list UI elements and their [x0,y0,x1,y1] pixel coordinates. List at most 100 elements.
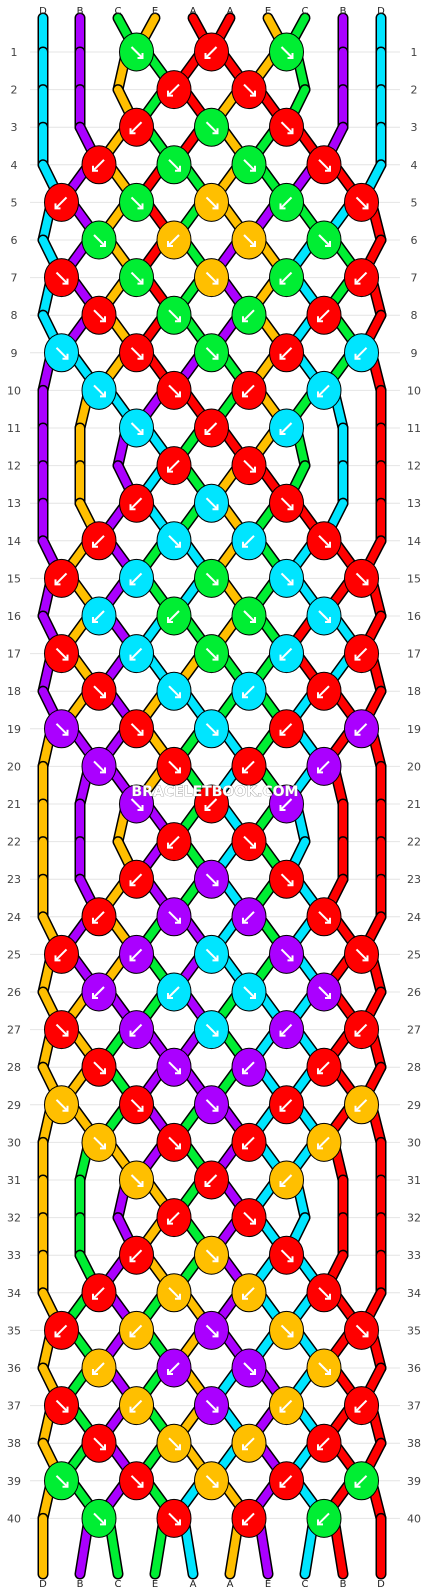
arrow-down-right-icon [243,610,255,622]
arrow-head [242,1519,248,1526]
row-number-right: 6 [411,234,418,247]
arrow-down-left-icon [243,1061,255,1073]
arrow-head [242,541,248,548]
row-number-left: 40 [7,1512,21,1525]
arrow-head [250,466,256,473]
arrow-down-left-icon [280,347,293,359]
arrow-down-left-icon [243,1437,255,1449]
arrow-head [287,504,294,511]
row-number-left: 22 [7,836,21,849]
string-letter-top: B [77,6,84,17]
row-number-right: 4 [411,159,418,172]
arrow-down-right-icon [205,873,218,885]
arrow-down-left-icon [318,384,330,397]
arrow-head [100,1068,106,1075]
arrow-down-left-icon [280,1174,293,1186]
arrow-down-right-icon [205,948,218,961]
row-number-left: 24 [7,911,21,924]
row-number-right: 40 [407,1512,421,1525]
arrow-head [287,1331,294,1338]
arrow-down-left-icon [130,1324,143,1337]
arrow-head [212,1331,219,1338]
arrow-head [204,429,211,435]
arrow-down-left-icon [318,760,330,773]
arrow-head [250,165,256,172]
arrow-head [325,993,331,999]
row-number-right: 2 [411,84,418,97]
arrow-down-left-icon [243,760,255,773]
row-number-left: 3 [11,121,18,134]
arrow-down-right-icon [205,497,218,509]
arrow-head [212,128,219,135]
row-number-left: 10 [7,384,21,397]
arrow-head [287,579,294,586]
arrow-head [175,917,181,924]
arrow-head [129,1256,136,1263]
row-number-left: 5 [11,196,18,209]
arrow-head [212,353,219,360]
arrow-down-left-icon [168,234,180,246]
row-number-left: 37 [7,1400,21,1413]
arrow-down-left-icon [243,685,255,697]
row-number-right: 12 [407,460,421,473]
arrow-head [279,1406,286,1413]
arrow-head [250,90,256,97]
arrow-head [279,1030,286,1037]
row-number-left: 27 [7,1024,21,1037]
row-number-left: 20 [7,760,21,773]
arrow-head [317,1143,323,1150]
row-number-left: 17 [7,648,21,661]
arrow-down-left-icon [243,1512,255,1525]
string-letter-bottom: D [377,1579,385,1590]
arrow-down-right-icon [205,1475,218,1487]
arrow-head [362,955,369,962]
arrow-head [92,617,98,623]
arrow-down-right-icon [168,1437,180,1449]
arrow-down-left-icon [205,1174,218,1186]
arrow-down-left-icon [355,347,368,359]
row-number-right: 19 [407,723,421,736]
row-number-right: 3 [411,121,418,134]
arrow-down-right-icon [243,459,255,472]
arrow-head [242,316,248,323]
arrow-head [279,805,286,811]
row-number-left: 33 [7,1249,21,1262]
arrow-down-right-icon [318,535,330,547]
arrow-head [129,880,136,887]
string-letter-bottom: E [265,1579,271,1590]
arrow-head [100,1444,106,1451]
row-number-right: 16 [407,610,421,623]
arrow-down-left-icon [280,1475,293,1487]
arrow-down-right-icon [55,723,68,735]
arrow-down-right-icon [318,1287,330,1299]
arrow-down-left-icon [318,1512,330,1525]
row-number-left: 39 [7,1475,21,1488]
arrow-head [279,729,286,736]
row-number-right: 37 [407,1400,421,1413]
row-number-left: 2 [11,84,18,97]
arrow-head [62,1406,69,1413]
arrow-down-left-icon [55,196,68,209]
arrow-down-left-icon [318,1437,330,1449]
row-number-right: 23 [407,873,421,886]
arrow-head [354,729,361,736]
arrow-down-right-icon [55,271,68,284]
row-number-right: 32 [407,1212,421,1225]
arrow-down-right-icon [280,121,293,133]
arrow-head [287,1256,294,1263]
arrow-head [212,955,219,962]
arrow-down-left-icon [280,271,293,284]
arrow-head [250,842,256,849]
arrow-head [212,203,219,210]
arrow-head [100,767,106,774]
row-number-right: 34 [407,1287,421,1300]
arrow-down-left-icon [93,1287,105,1299]
arrow-down-right-icon [205,271,218,284]
arrow-head [92,1293,98,1300]
arrow-down-right-icon [168,309,180,321]
arrow-head [212,278,219,285]
arrow-down-left-icon [243,535,255,547]
arrow-down-right-icon [130,1475,143,1487]
row-number-left: 14 [7,535,21,548]
arrow-head [279,654,286,661]
